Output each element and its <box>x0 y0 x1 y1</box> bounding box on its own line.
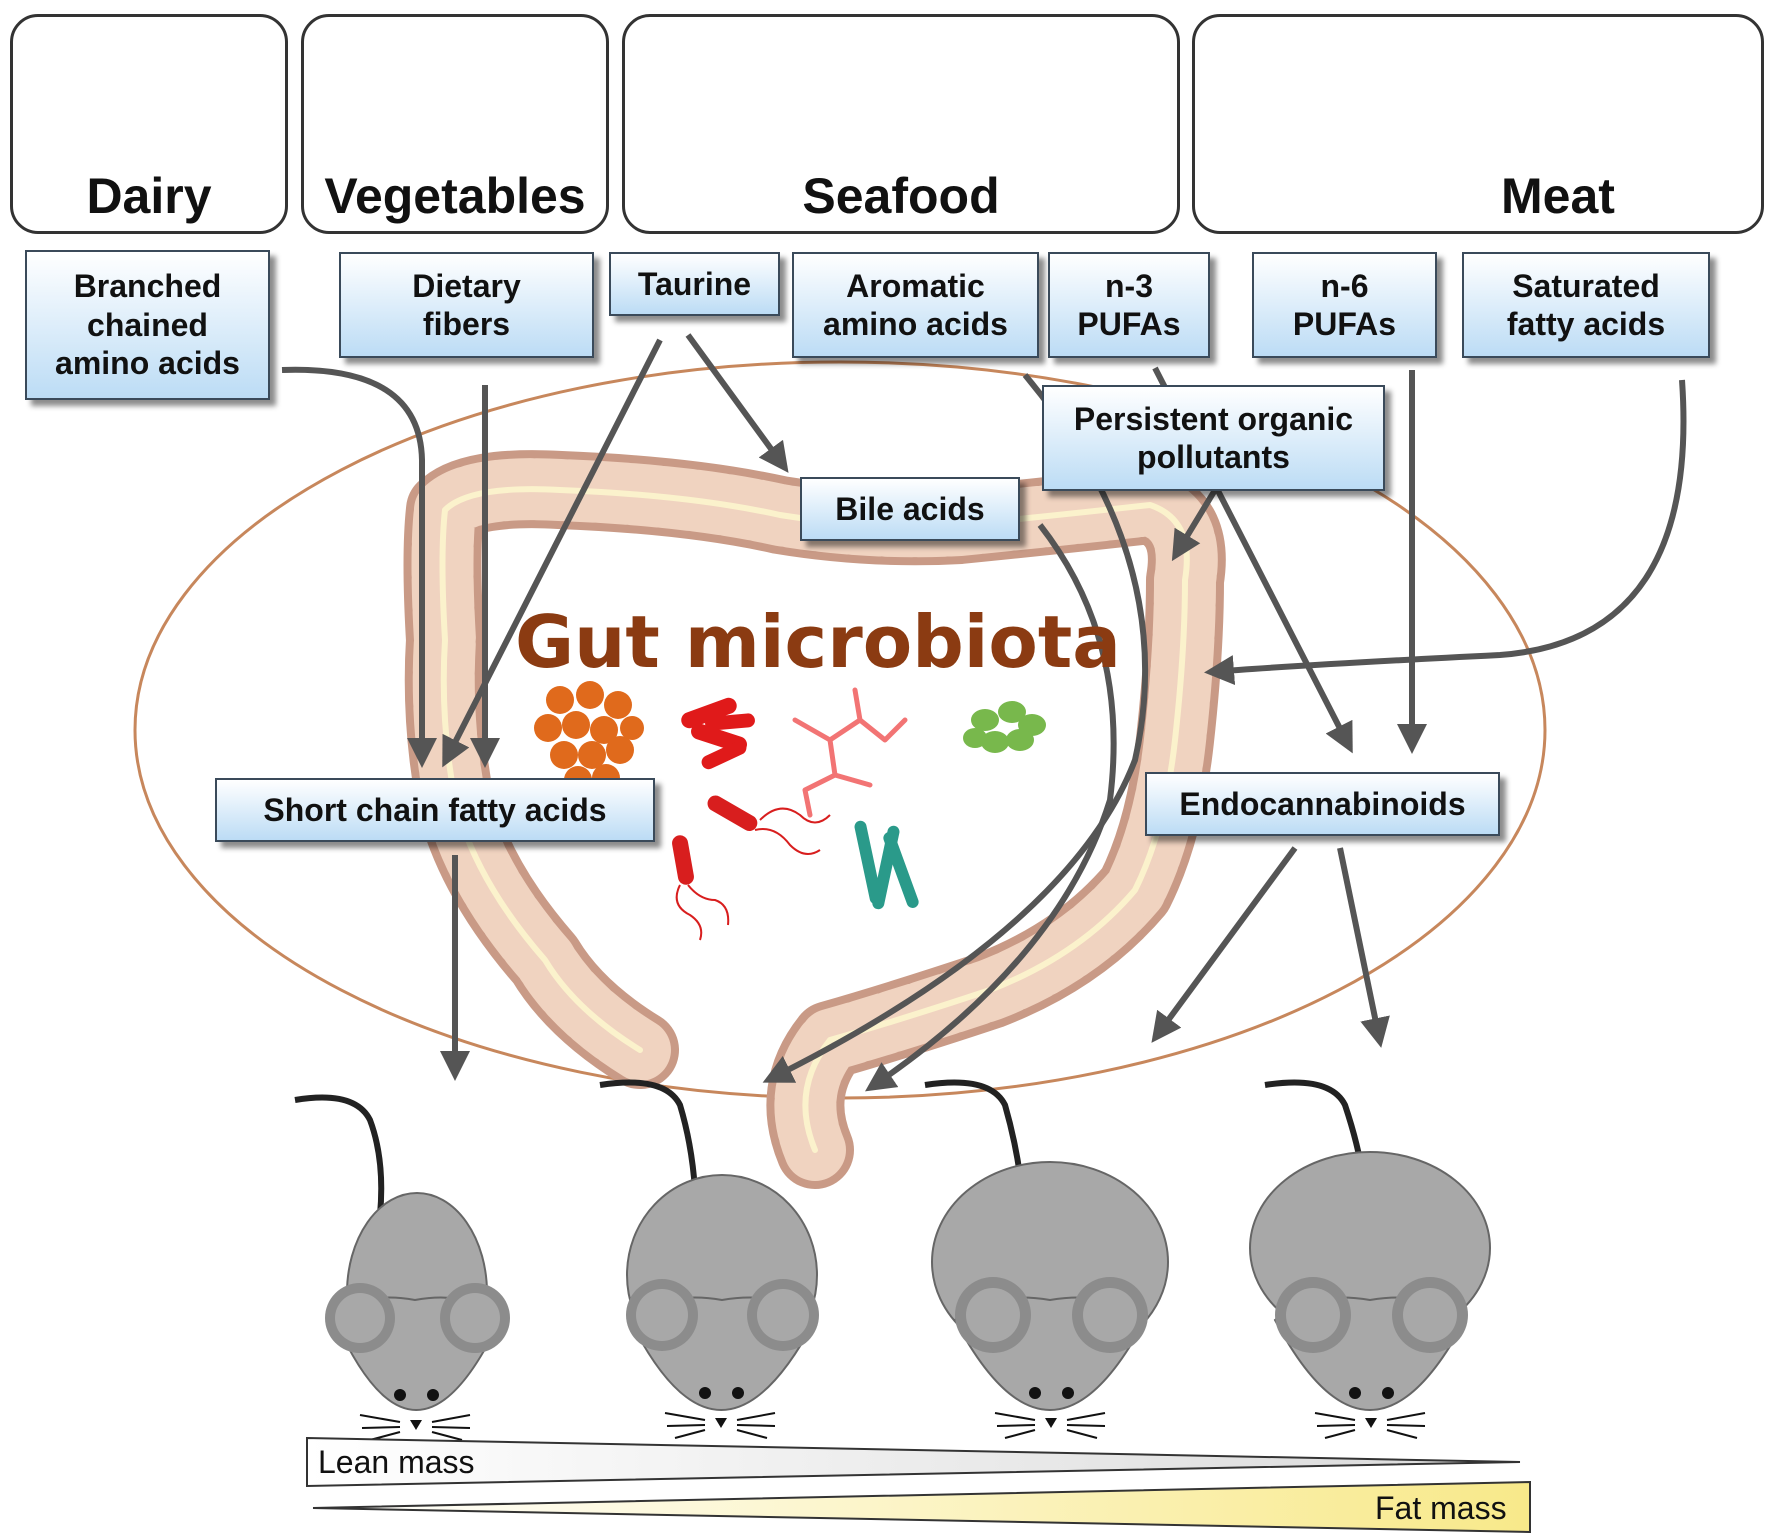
box-taurine: Taurine <box>609 252 780 316</box>
bacteria-teal-rods-icon <box>854 820 919 910</box>
food-panel-seafood: Seafood <box>622 14 1180 234</box>
food-panel-vegetables: Vegetables <box>301 14 609 234</box>
food-label-vegetables: Vegetables <box>324 168 586 224</box>
box-saturated-fatty-acids: Saturated fatty acids <box>1462 252 1710 358</box>
food-label-seafood: Seafood <box>802 168 1000 224</box>
food-panel-dairy: Dairy <box>10 14 288 234</box>
mouse-1-icon <box>294 1094 510 1441</box>
arrow-endo-mouse3 <box>1151 846 1298 1043</box>
arrow-taurine-bile <box>685 333 789 473</box>
gut-microbiota-title: Gut microbiota <box>515 600 1121 684</box>
food-label-meat: Meat <box>1501 168 1615 224</box>
arrow-taurine-scfa <box>442 338 663 768</box>
box-endocannabinoids: Endocannabinoids <box>1145 772 1500 836</box>
mouse-2-icon <box>599 1079 819 1439</box>
fat-mass-wedge <box>312 1480 1531 1533</box>
arrows <box>281 333 1687 1092</box>
box-n6-pufas: n-6 PUFAs <box>1252 252 1437 358</box>
bacteria-green-cocci-icon <box>963 701 1046 753</box>
box-n3-pufas: n-3 PUFAs <box>1048 252 1210 358</box>
arrow-pollutants-colon <box>1171 488 1218 562</box>
arrow-aromatic-mouse <box>762 373 1149 1083</box>
food-label-dairy: Dairy <box>86 168 212 224</box>
lean-mass-wedge <box>306 1436 1521 1488</box>
bacteria-red-rods-icon <box>681 697 755 770</box>
box-bile-acids: Bile acids <box>800 477 1020 541</box>
mouse-3-icon <box>924 1079 1169 1439</box>
fat-mass-label: Fat mass <box>1375 1490 1507 1526</box>
arrow-endo-mouse4 <box>1337 847 1390 1048</box>
arrow-saturated-colon <box>1204 379 1687 686</box>
arrow-bile-mouse <box>865 523 1117 1092</box>
box-dietary-fibers: Dietary fibers <box>339 252 594 358</box>
bacteria-branched-icon <box>792 687 908 818</box>
arrow-bcaa-scfa <box>281 366 437 768</box>
food-panel-meat: Meat <box>1192 14 1764 234</box>
box-short-chain-fatty-acids: Short chain fatty acids <box>215 778 655 842</box>
bacteria-flagellated-icon <box>672 795 831 941</box>
lean-mass-label: Lean mass <box>318 1444 475 1480</box>
mouse-4-icon <box>1249 1079 1491 1439</box>
box-aromatic-amino-acids: Aromatic amino acids <box>792 252 1039 358</box>
box-branched-chained-amino-acids: Branched chained amino acids <box>25 250 270 400</box>
box-persistent-organic-pollutants: Persistent organic pollutants <box>1042 385 1385 491</box>
